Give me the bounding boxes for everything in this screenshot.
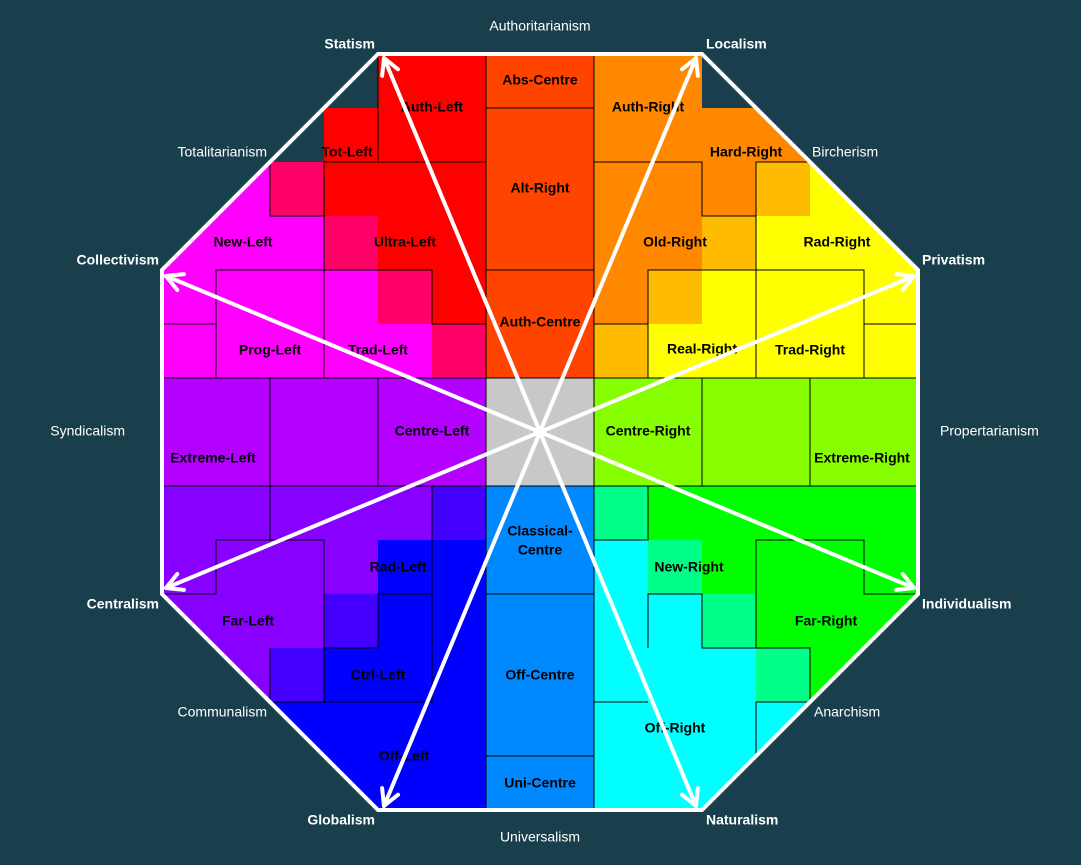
region-label: Far-Left <box>222 613 274 629</box>
region-label: Hard-Right <box>710 144 783 160</box>
region-label: Centre-Right <box>606 423 691 439</box>
color-cell <box>702 540 918 594</box>
region-label: Ultra-Left <box>374 234 437 250</box>
region-label: New-Left <box>213 234 272 250</box>
axis-label: Individualism <box>922 596 1011 612</box>
color-cell <box>378 54 486 108</box>
localism-arrow <box>538 56 700 434</box>
color-cell <box>324 108 486 162</box>
color-cell <box>756 648 810 702</box>
axis-label: Universalism <box>500 829 580 845</box>
axis-label: Bircherism <box>812 144 878 160</box>
region-label: Prog-Left <box>239 342 302 358</box>
axis-arrows <box>164 56 916 808</box>
region-label: Uni-Centre <box>504 775 576 791</box>
color-cell <box>324 216 378 270</box>
axis-label: Localism <box>706 36 767 52</box>
center-column-border <box>485 54 595 810</box>
color-cell <box>594 486 648 540</box>
region-label: Alt-Right <box>510 180 569 196</box>
color-cell <box>270 216 324 378</box>
privatism-arrow <box>538 272 916 434</box>
region-labels: Auth-Left Abs-CentreAuth-RightTot-LeftAlt… <box>170 72 910 791</box>
region-borders <box>162 54 918 810</box>
color-cell <box>702 216 756 270</box>
color-cell <box>378 270 432 324</box>
color-cell <box>432 324 486 378</box>
color-cell <box>594 378 918 486</box>
region-label: Classical- <box>507 523 573 539</box>
axis-label: Statism <box>324 36 375 52</box>
region-label: Off-Right <box>645 720 706 736</box>
color-cell <box>270 648 324 702</box>
region-label: Rad-Left <box>370 559 427 575</box>
region-label: Old-Right <box>643 234 707 250</box>
axis-label: Privatism <box>922 252 985 268</box>
region-label: Extreme-Left <box>170 450 256 466</box>
color-cell <box>648 594 702 810</box>
octagon-outline <box>160 52 920 812</box>
region-label: Auth-Right <box>612 99 685 115</box>
region-label: New-Right <box>654 559 724 575</box>
region-label: Off-Centre <box>505 667 574 683</box>
region-label: Centre <box>518 542 563 558</box>
color-cell <box>810 162 918 216</box>
region-label: Abs-Centre <box>502 72 578 88</box>
color-cell <box>378 162 486 270</box>
color-cell <box>648 540 702 594</box>
region-label: Tot-Left <box>321 144 372 160</box>
region-label: Trad-Right <box>775 342 845 358</box>
region-label: Extreme-Right <box>814 450 910 466</box>
axis-label: Authoritarianism <box>489 18 590 34</box>
individualism-arrow <box>538 430 916 592</box>
region-label: Ctrl-Left <box>351 667 406 683</box>
axis-label: Syndicalism <box>50 423 125 439</box>
color-cell <box>594 324 648 378</box>
statism-arrow <box>380 56 542 434</box>
globalism-arrow <box>380 430 542 808</box>
region-label: Far-Right <box>795 613 858 629</box>
naturalism-arrow <box>538 430 700 808</box>
axis-label: Totalitarianism <box>178 144 267 160</box>
axis-label: Propertarianism <box>940 423 1039 439</box>
axis-label: Centralism <box>87 596 159 612</box>
color-cell <box>324 594 378 648</box>
color-cell <box>756 702 810 810</box>
region-label: Auth-Left <box>401 99 464 115</box>
color-cell <box>702 594 756 648</box>
color-cell <box>756 162 810 216</box>
color-cell <box>270 162 324 216</box>
axis-label: Naturalism <box>706 812 778 828</box>
region-label: Rad-Right <box>804 234 871 250</box>
collectivism-arrow <box>164 272 542 434</box>
color-cell <box>648 270 702 324</box>
axis-label: Communalism <box>178 704 267 720</box>
color-cell <box>432 486 486 540</box>
region-label: Auth-Centre <box>500 314 581 330</box>
axis-label: Collectivism <box>77 252 159 268</box>
region-label: Centre-Left <box>395 423 470 439</box>
color-cell <box>324 648 378 702</box>
region-label: Trad-Left <box>348 342 408 358</box>
centralism-arrow <box>164 430 542 592</box>
axis-label: Globalism <box>307 812 375 828</box>
axis-label: Anarchism <box>814 704 880 720</box>
region-label: Real-Right <box>667 341 737 357</box>
color-cell <box>162 378 486 486</box>
